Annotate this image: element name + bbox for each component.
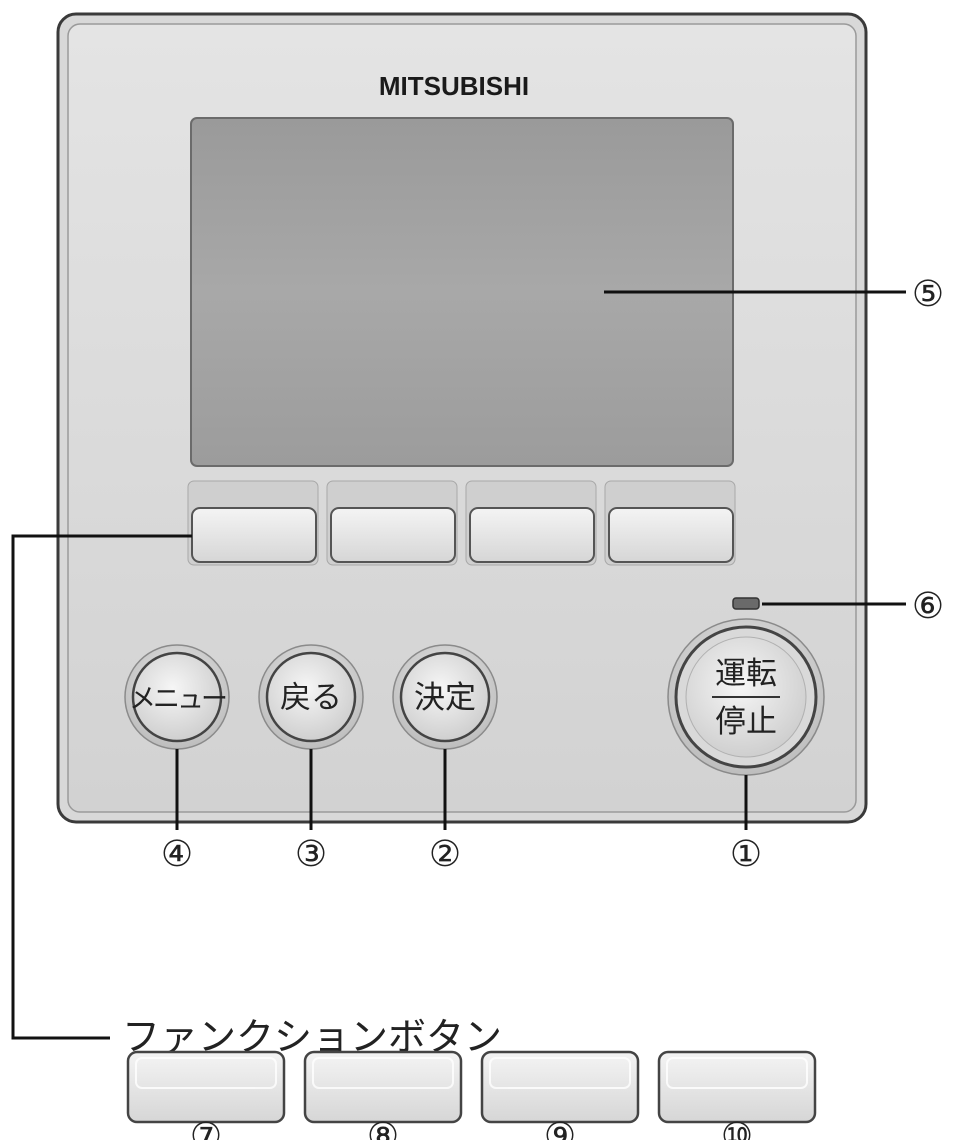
enter-button[interactable]: 決定 (392, 644, 498, 750)
on-off-label-top: 運転 (715, 656, 777, 692)
callout-1: ① (730, 834, 762, 875)
operation-lamp (732, 597, 760, 610)
back-button-label: 戻る (280, 680, 342, 716)
callout-7: ⑦ (190, 1116, 222, 1140)
callout-5: ⑤ (912, 274, 944, 315)
back-button[interactable]: 戻る (258, 644, 364, 750)
brand-logo: MITSUBISHI (379, 71, 529, 101)
menu-button[interactable]: メニュー (124, 644, 230, 750)
on-off-button[interactable]: 運転 停止 (667, 618, 825, 776)
function-button-1[interactable] (191, 507, 317, 563)
callout-9: ⑨ (544, 1116, 576, 1140)
callout-10: ⑩ (721, 1116, 753, 1140)
leader-lines (11, 290, 906, 1040)
callout-2: ② (429, 834, 461, 875)
enter-button-label: 決定 (414, 680, 476, 716)
callout-4: ④ (161, 834, 193, 875)
menu-button-label: メニュー (129, 684, 226, 715)
callout-8: ⑧ (367, 1116, 399, 1140)
function-button-detail-highlights (135, 1057, 808, 1089)
function-button-4[interactable] (608, 507, 734, 563)
callout-6: ⑥ (912, 586, 944, 627)
function-button-2[interactable] (330, 507, 456, 563)
function-button-3[interactable] (469, 507, 595, 563)
callout-3: ③ (295, 834, 327, 875)
on-off-label-bottom: 停止 (715, 704, 777, 740)
